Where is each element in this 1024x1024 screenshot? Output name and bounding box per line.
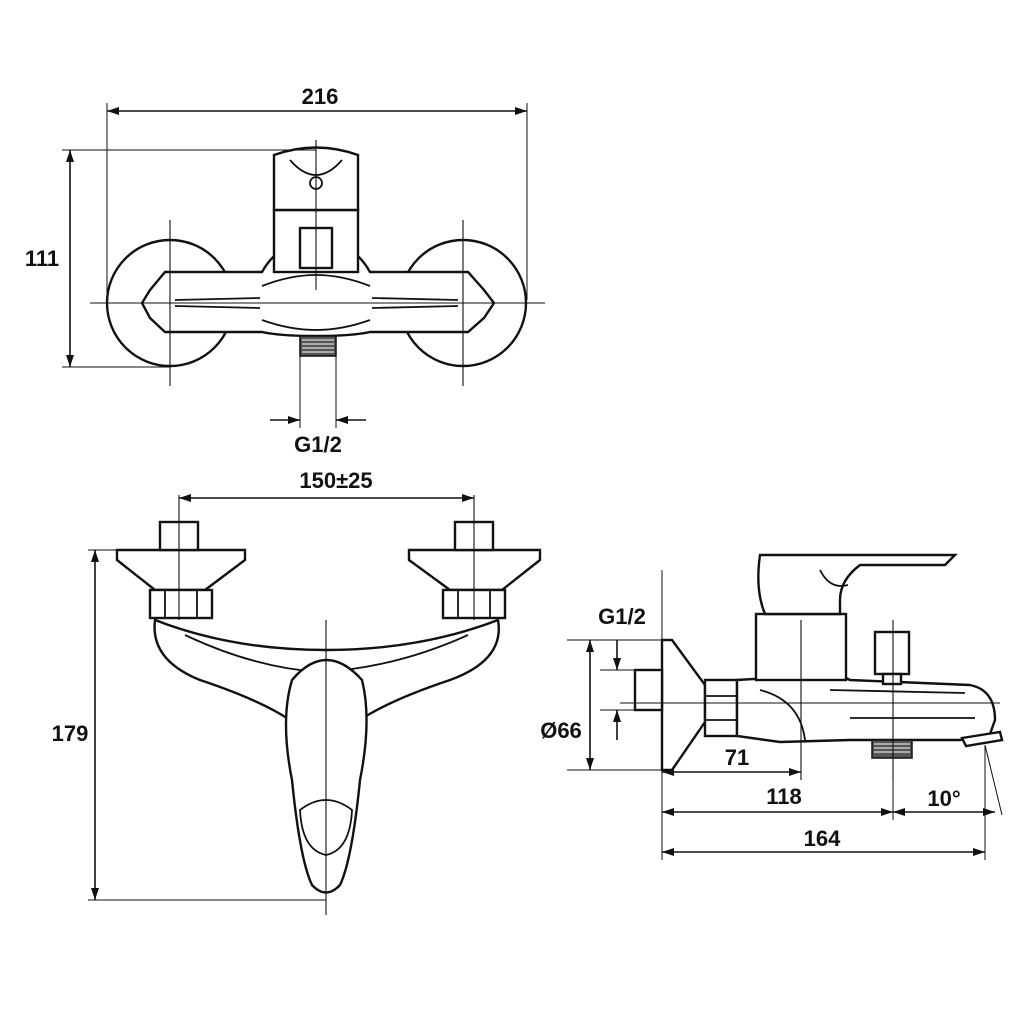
side-view: G1/2 Ø66 71 118 10° 164 bbox=[540, 553, 1004, 860]
side-connector bbox=[633, 668, 664, 712]
left-flange bbox=[115, 548, 247, 592]
angle-dim-label: 10° bbox=[927, 786, 960, 811]
dim-118-label: 118 bbox=[766, 784, 802, 809]
centers-dim-label: 150±25 bbox=[299, 468, 372, 493]
left-nut bbox=[148, 588, 214, 620]
top-view: 216 111 G1/2 bbox=[25, 84, 545, 457]
front-height-dim-label: 179 bbox=[52, 721, 89, 746]
side-handle-lever bbox=[757, 553, 958, 616]
side-threaded-outlet bbox=[871, 739, 913, 759]
side-nut bbox=[703, 678, 739, 738]
dim-164-label: 164 bbox=[804, 826, 841, 851]
side-thread-dim-label: G1/2 bbox=[598, 604, 646, 629]
threaded-outlet bbox=[299, 335, 337, 357]
side-flange bbox=[660, 638, 707, 772]
spout-tip bbox=[960, 730, 1004, 748]
thread-dim-label: G1/2 bbox=[294, 432, 342, 457]
width-dim-label: 216 bbox=[302, 84, 339, 109]
side-diverter-knob bbox=[873, 630, 911, 676]
height-dim-label: 111 bbox=[25, 246, 59, 271]
front-view: 150±25 179 bbox=[52, 468, 542, 915]
dim-71-label: 71 bbox=[725, 745, 749, 770]
flange-dim-label: Ø66 bbox=[540, 718, 582, 743]
